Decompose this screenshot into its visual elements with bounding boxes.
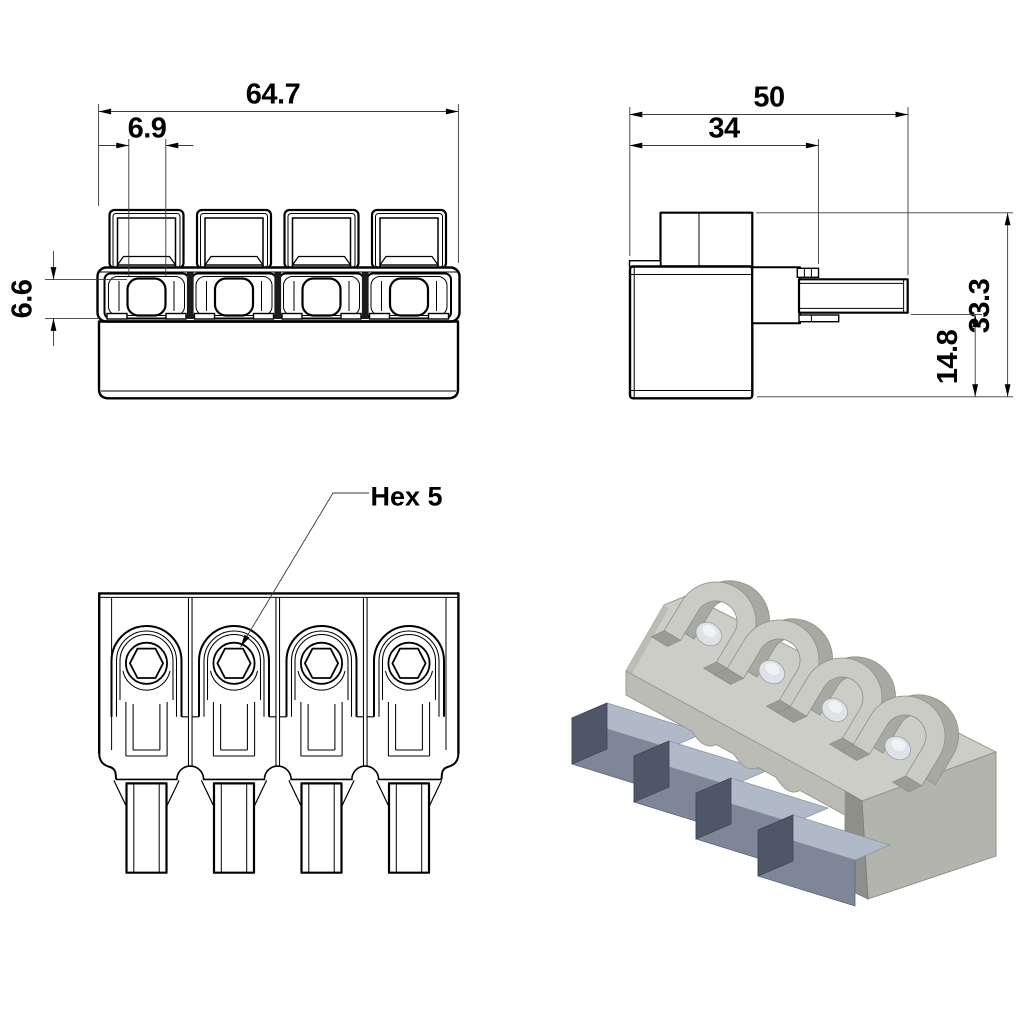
side-top-block [659, 211, 754, 268]
dim-overall-width-value: 64.7 [246, 79, 300, 111]
dim-housing-depth-value: 34 [708, 113, 740, 145]
side-step-block [751, 266, 801, 325]
dim-opening-height-value: 6.6 [7, 279, 39, 318]
isometric-view [570, 555, 998, 907]
dim-pole-pitch-value: 6.9 [128, 113, 167, 145]
dimension-overall-height: 33.3 [756, 212, 1013, 398]
dimension-overall-width: 64.7 [98, 79, 459, 263]
side-pin [797, 278, 909, 314]
dim-overall-height-value: 33.3 [964, 278, 996, 333]
dimension-opening-height: 6.6 [7, 251, 127, 346]
iso-front-face [625, 670, 846, 816]
dim-pin-offset-value: 14.8 [932, 329, 964, 384]
front-view: 64.7 6.9 6.6 [7, 79, 461, 400]
hex-callout: Hex 5 [238, 482, 443, 649]
side-housing [628, 265, 754, 400]
iso-pin-4 [756, 814, 892, 907]
dimension-overall-depth: 50 [629, 82, 909, 275]
side-view: 50 34 33.3 14.8 [628, 82, 1013, 400]
top-view: Hex 5 [97, 482, 460, 874]
dimension-pole-pitch: 6.9 [99, 113, 194, 276]
dimension-housing-depth: 34 [629, 113, 819, 264]
housing-base [97, 320, 460, 400]
dimension-pin-offset: 14.8 [911, 314, 982, 397]
dim-overall-depth-value: 50 [753, 82, 784, 114]
hex-callout-label: Hex 5 [371, 482, 443, 512]
